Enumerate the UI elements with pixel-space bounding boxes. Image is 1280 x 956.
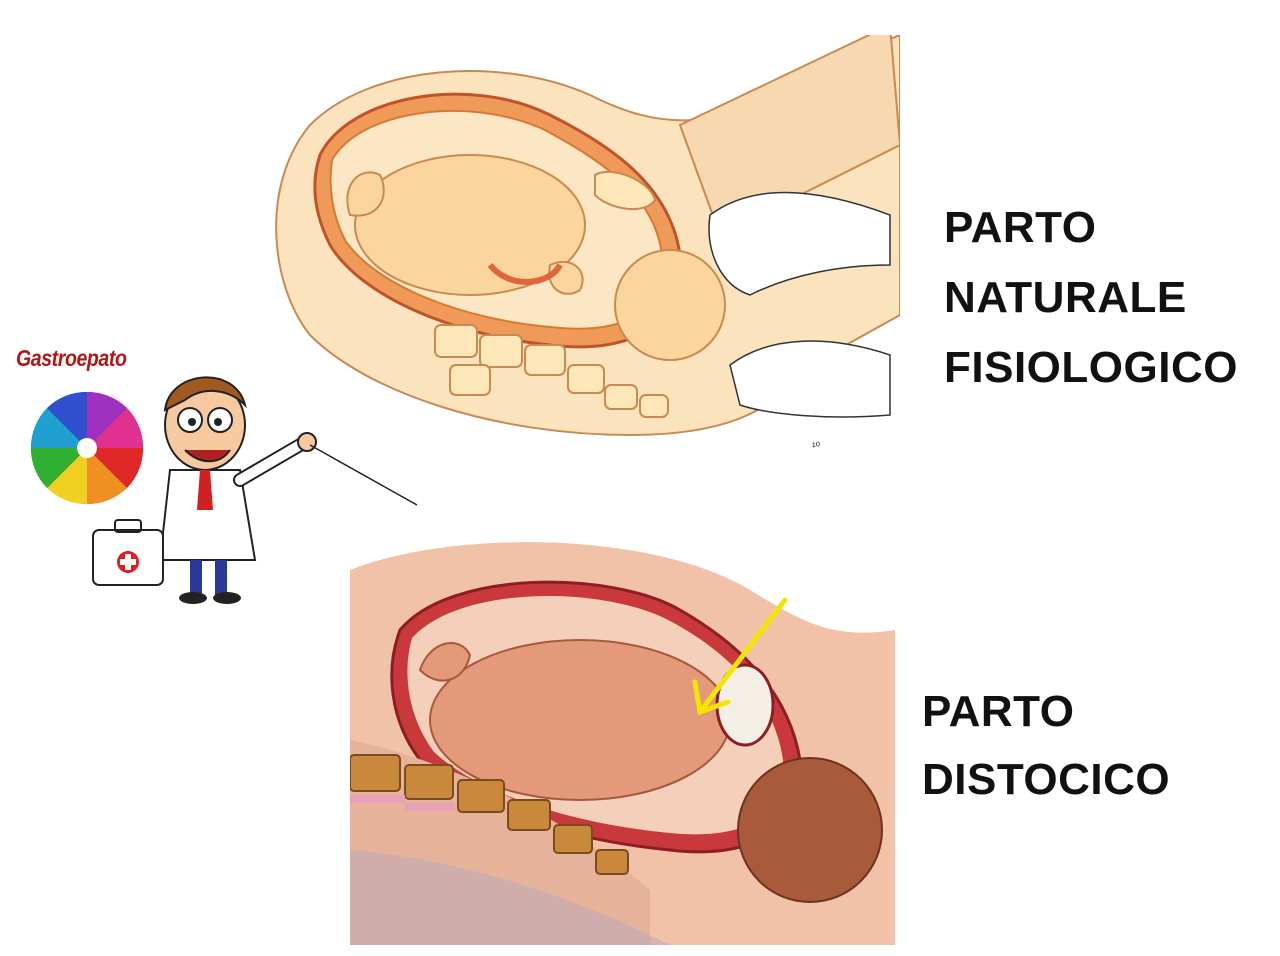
fetus-head	[614, 249, 726, 361]
fetus-body	[429, 639, 731, 801]
label-line: PARTO	[922, 687, 1075, 736]
spine-vertebrae	[350, 740, 670, 945]
page-mark: ¹⁰	[812, 441, 821, 453]
doctor-mascot	[92, 376, 418, 604]
fetus-head	[737, 757, 883, 903]
first-aid-kit-icon	[92, 519, 164, 586]
label-parto-naturale: PARTO NATURALE FISIOLOGICO	[944, 206, 1238, 416]
label-line: NATURALE	[944, 273, 1187, 322]
natural-birth-illustration	[275, 35, 900, 437]
obstructed-birth-illustration	[350, 542, 895, 945]
label-line: FISIOLOGICO	[944, 343, 1238, 392]
assisting-hand-upper	[708, 191, 891, 296]
label-line: DISTOCICO	[922, 755, 1171, 804]
mascot-illustration	[30, 376, 418, 604]
label-line: PARTO	[944, 203, 1097, 252]
brand-logo-text: Gastroepato	[16, 345, 127, 371]
label-parto-distocico: PARTO DISTOCICO	[922, 690, 1170, 826]
spine-vertebrae	[434, 324, 669, 418]
obstruction-arrow	[692, 597, 788, 716]
pointer-stick	[309, 444, 418, 506]
assisting-hand-lower	[729, 340, 891, 418]
color-wheel-icon	[30, 391, 144, 505]
fetus-body	[354, 154, 586, 296]
